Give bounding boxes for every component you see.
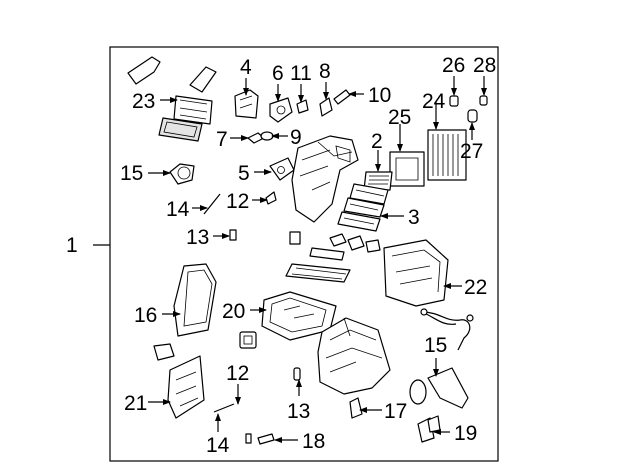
part-15b-duct [409, 367, 469, 409]
callout-20: 20 [222, 300, 245, 323]
callout-15: 15 [120, 162, 143, 185]
part-5-actuator [269, 157, 295, 181]
callout-16: 16 [134, 304, 157, 327]
part-22-blower-case [383, 239, 449, 307]
part-14b-rod [213, 403, 235, 413]
part-27-seal [467, 109, 478, 123]
part-11-clip [296, 99, 309, 114]
callout-22: 22 [464, 276, 487, 299]
callout-25: 25 [388, 106, 411, 129]
callout-1: 1 [66, 234, 78, 257]
callout-19: 19 [454, 422, 477, 445]
callout-6: 6 [272, 62, 284, 85]
callout-12b: 12 [226, 362, 249, 385]
part-18-connectors [245, 433, 275, 445]
part-24-heater-core [427, 129, 467, 181]
callout-27: 27 [460, 140, 483, 163]
part-23-duct [127, 56, 217, 142]
part-25-frame [389, 151, 425, 187]
part-13-clip [229, 229, 237, 241]
callout-12: 12 [226, 190, 249, 213]
part-evaporator-pad [285, 263, 351, 283]
part-6-actuator [269, 97, 293, 123]
part-8-clip [319, 97, 333, 117]
part-16-duct [173, 263, 217, 337]
callout-5: 5 [238, 162, 250, 185]
part-13b-clip [293, 367, 301, 381]
part-21-bracket [167, 355, 205, 419]
callout-2: 2 [371, 130, 383, 153]
part-9-clip [260, 131, 274, 141]
part-10-sensor [333, 89, 351, 105]
part-seal-square [239, 331, 257, 349]
callout-26: 26 [442, 54, 465, 77]
part-3-filter-stack [337, 183, 389, 232]
callout-24: 24 [422, 90, 446, 113]
part-15-blower-motor [169, 163, 195, 185]
callout-10: 10 [368, 84, 391, 107]
callout-21: 21 [124, 392, 147, 415]
callout-14b: 14 [206, 434, 230, 457]
part-17-clip [349, 397, 363, 419]
part-case-upper [291, 135, 359, 223]
callout-23: 23 [132, 90, 155, 113]
callout-13b: 13 [287, 400, 310, 423]
callout-8: 8 [319, 60, 331, 83]
callout-15b: 15 [424, 334, 447, 357]
part-12-clip [265, 191, 277, 205]
part-14-rod [203, 193, 221, 215]
part-28-clip [479, 95, 488, 106]
part-hose [420, 308, 474, 351]
callout-leaders [148, 76, 487, 443]
part-small-seals [289, 231, 381, 261]
part-small-seal-left [153, 343, 175, 361]
callout-4: 4 [240, 56, 252, 79]
diagram-frame [109, 46, 499, 462]
callout-9: 9 [290, 126, 302, 149]
callout-7: 7 [216, 128, 228, 151]
callout-17: 17 [384, 400, 407, 423]
callout-28: 28 [473, 54, 496, 77]
callout-14: 14 [166, 198, 190, 221]
part-19-seal [417, 415, 441, 443]
callout-18: 18 [302, 430, 325, 453]
part-26-clip [449, 95, 459, 107]
callout-13: 13 [186, 226, 209, 249]
part-case-lower [317, 317, 391, 395]
part-2-filter [363, 171, 393, 191]
callout-11: 11 [290, 62, 312, 85]
callout-3: 3 [408, 206, 420, 229]
callout-labels: 1 23 4 6 11 8 10 26 28 24 25 27 7 9 2 5 … [66, 54, 496, 457]
